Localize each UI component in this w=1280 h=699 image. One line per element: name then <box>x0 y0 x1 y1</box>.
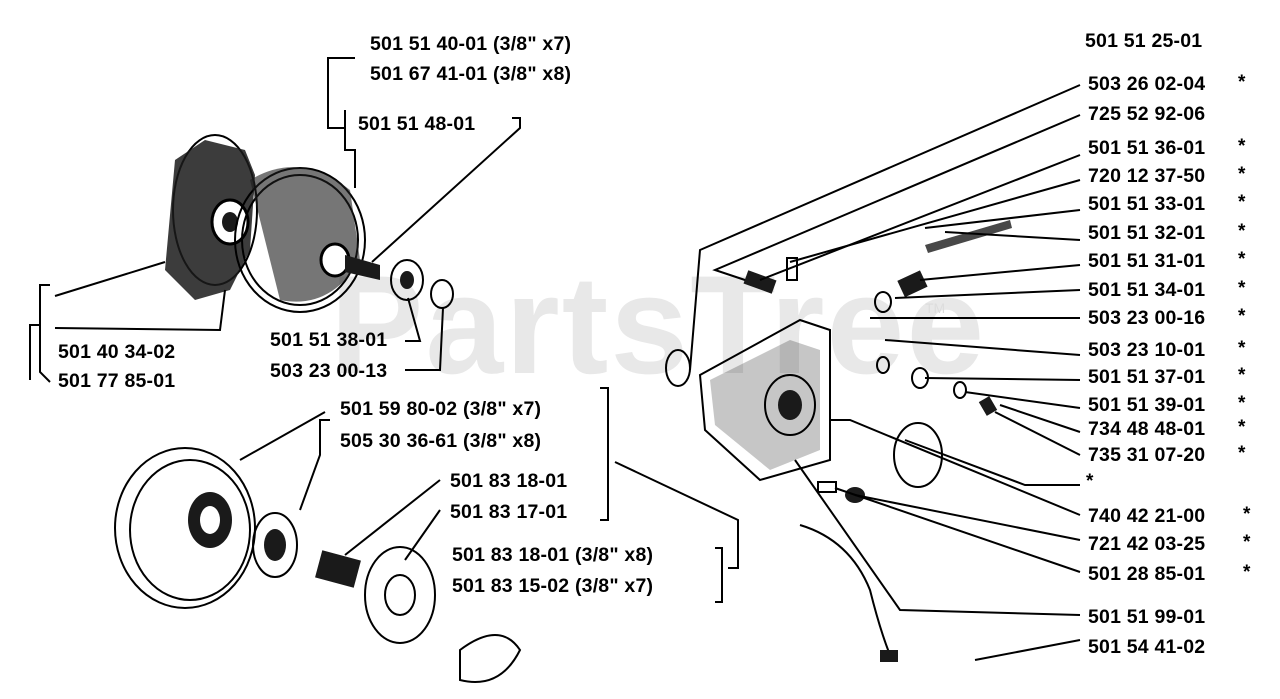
label-725-52-92-06: 725 52 92-06 <box>1088 103 1206 125</box>
label-720-12-37-50: 720 12 37-50 <box>1088 165 1206 187</box>
star-marker: * <box>1238 443 1246 464</box>
star-marker: * <box>1238 365 1246 386</box>
star-marker: * <box>1238 393 1246 414</box>
star-marker: * <box>1238 136 1246 157</box>
star-marker: * <box>1238 72 1246 93</box>
label-501-51-99-01: 501 51 99-01 <box>1088 606 1206 628</box>
label-501-83-18-01: 501 83 18-01 <box>450 470 568 492</box>
clutch-assembly-drawing <box>165 134 454 313</box>
label-503-23-10-01: 503 23 10-01 <box>1088 339 1206 361</box>
star-marker: * <box>1238 221 1246 242</box>
watermark-trademark: TM <box>925 300 946 316</box>
label-505-30-36-61: 505 30 36-61 (3/8" x8) <box>340 430 542 452</box>
label-501-51-25-01: 501 51 25-01 <box>1085 30 1203 52</box>
label-501-54-41-02: 501 54 41-02 <box>1088 636 1206 658</box>
star-marker: * <box>1243 532 1251 553</box>
star-marker: * <box>1243 504 1251 525</box>
label-740-42-21-00: 740 42 21-00 <box>1088 505 1206 527</box>
label-501-67-41-01: 501 67 41-01 (3/8" x8) <box>370 63 572 85</box>
star-marker: * <box>1086 471 1094 492</box>
label-501-51-33-01: 501 51 33-01 <box>1088 193 1206 215</box>
star-marker: * <box>1238 338 1246 359</box>
label-721-42-03-25: 721 42 03-25 <box>1088 533 1206 555</box>
label-501-83-18-01-x8: 501 83 18-01 (3/8" x8) <box>452 544 654 566</box>
drum-sprocket-drawing <box>114 447 522 683</box>
label-501-77-85-01: 501 77 85-01 <box>58 370 176 392</box>
label-501-51-39-01: 501 51 39-01 <box>1088 394 1206 416</box>
star-marker: * <box>1238 249 1246 270</box>
label-501-51-48-01: 501 51 48-01 <box>358 113 476 135</box>
label-501-51-34-01: 501 51 34-01 <box>1088 279 1206 301</box>
label-503-23-00-16: 503 23 00-16 <box>1088 307 1206 329</box>
label-501-51-32-01: 501 51 32-01 <box>1088 222 1206 244</box>
label-501-40-34-02: 501 40 34-02 <box>58 341 176 363</box>
label-501-51-37-01: 501 51 37-01 <box>1088 366 1206 388</box>
star-marker: * <box>1243 562 1251 583</box>
label-735-31-07-20: 735 31 07-20 <box>1088 444 1206 466</box>
label-501-51-40-01: 501 51 40-01 (3/8" x7) <box>370 33 572 55</box>
label-501-28-85-01: 501 28 85-01 <box>1088 563 1206 585</box>
chain-brake-drawing <box>665 220 1012 662</box>
star-marker: * <box>1238 192 1246 213</box>
label-501-51-36-01: 501 51 36-01 <box>1088 137 1206 159</box>
star-marker: * <box>1238 164 1246 185</box>
label-501-83-17-01: 501 83 17-01 <box>450 501 568 523</box>
label-501-83-15-02: 501 83 15-02 (3/8" x7) <box>452 575 654 597</box>
label-734-48-48-01: 734 48 48-01 <box>1088 418 1206 440</box>
label-501-51-38-01: 501 51 38-01 <box>270 329 388 351</box>
label-503-26-02-04: 503 26 02-04 <box>1088 73 1206 95</box>
label-501-51-31-01: 501 51 31-01 <box>1088 250 1206 272</box>
leader-lines <box>29 57 1081 661</box>
star-marker: * <box>1238 306 1246 327</box>
label-501-59-80-02: 501 59 80-02 (3/8" x7) <box>340 398 542 420</box>
label-503-23-00-13: 503 23 00-13 <box>270 360 388 382</box>
star-marker: * <box>1238 278 1246 299</box>
star-marker: * <box>1238 417 1246 438</box>
